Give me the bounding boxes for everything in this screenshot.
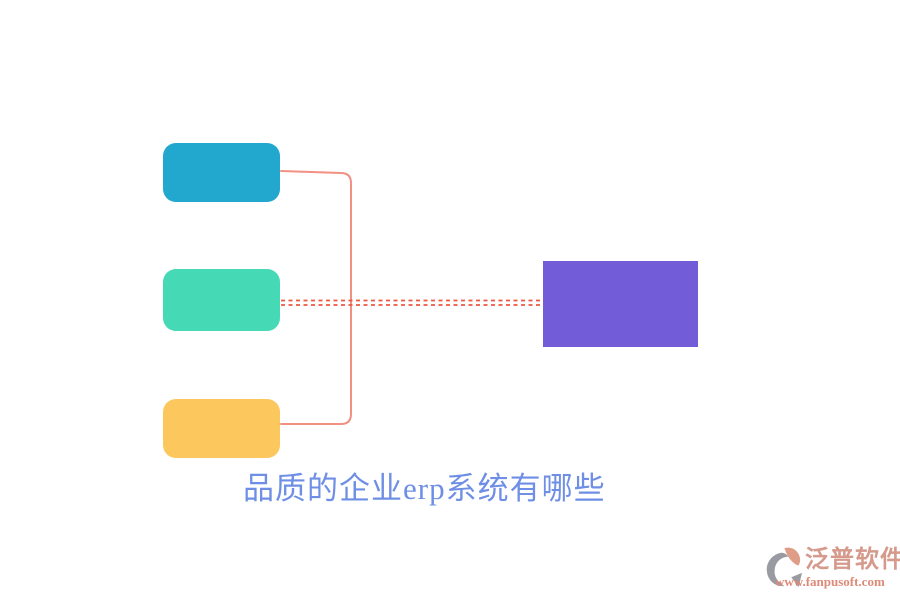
watermark-url-text: www.fanpusoft.com [775,574,885,589]
diagram-title: 品质的企业erp系统有哪些 [243,471,606,506]
node-top [163,143,280,202]
watermark-brand-text: 泛普软件 [805,547,900,573]
watermark: 泛普软件 www.fanpusoft.com [763,546,900,595]
dashed-connector [281,299,543,306]
node-result [543,261,698,347]
node-bottom [163,399,280,458]
fanpu-logo-icon [763,546,802,595]
bracket-connector [280,170,352,425]
node-middle [163,269,280,331]
